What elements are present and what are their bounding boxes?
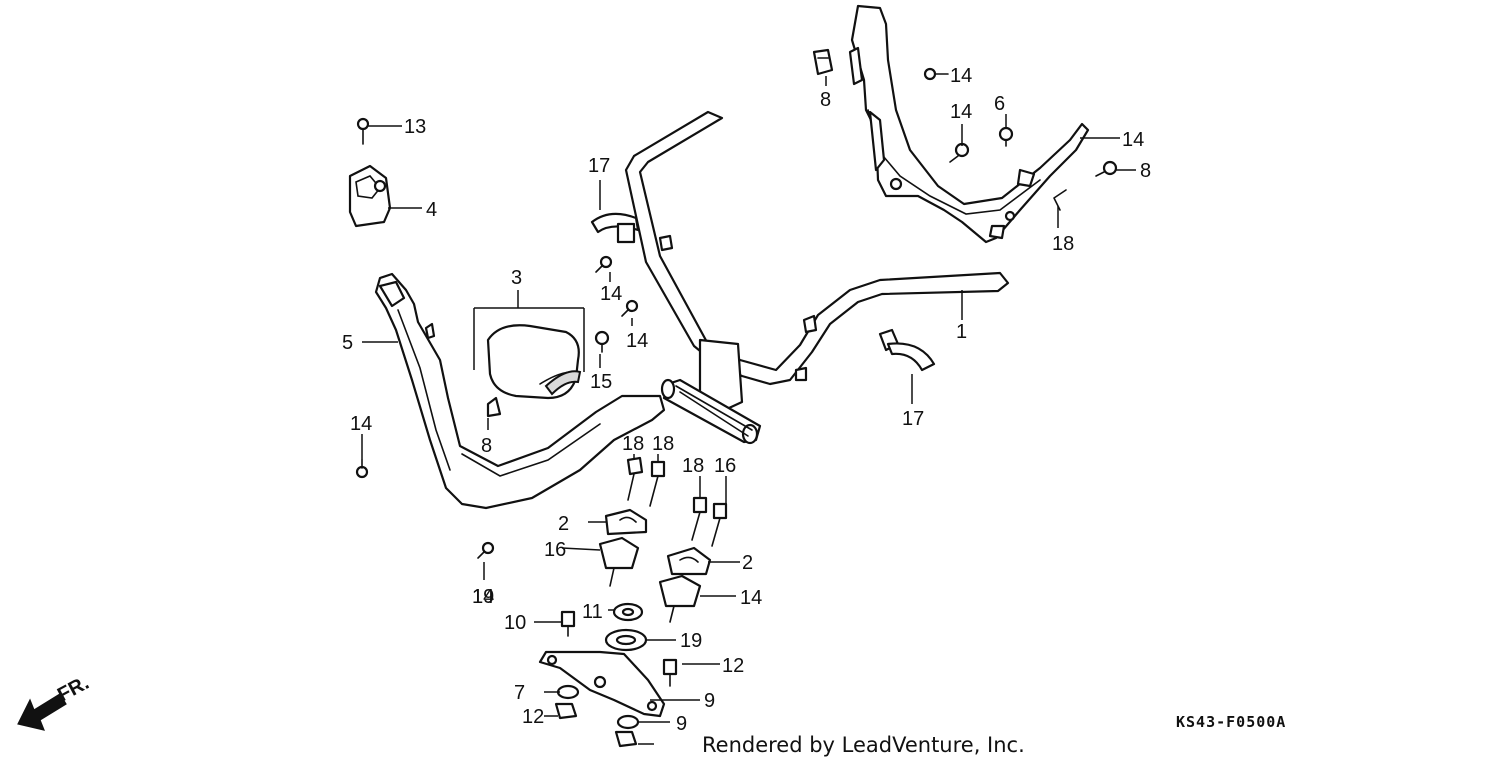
wire-band-lower[interactable] bbox=[878, 328, 936, 372]
cover-cap[interactable] bbox=[486, 324, 582, 400]
screw[interactable] bbox=[355, 459, 369, 479]
callout-6: 14 bbox=[1122, 129, 1144, 151]
clip[interactable] bbox=[486, 396, 502, 418]
bolt[interactable] bbox=[662, 658, 678, 687]
diagram-code: KS43-F0500A bbox=[1176, 713, 1286, 731]
callout-9: 12 bbox=[522, 706, 544, 728]
bolt[interactable] bbox=[649, 460, 666, 507]
callout-19: 12 bbox=[722, 655, 744, 677]
callout-17: 17 bbox=[588, 155, 610, 177]
callout-14: 14 bbox=[472, 586, 494, 608]
wire-band-upper[interactable] bbox=[590, 212, 640, 244]
callout-12: 7 bbox=[514, 682, 525, 704]
handlebar[interactable] bbox=[624, 110, 1010, 445]
callout-11: 19 bbox=[680, 630, 702, 652]
bracket[interactable] bbox=[538, 650, 666, 718]
screw[interactable] bbox=[595, 255, 613, 273]
callout-13: 13 bbox=[404, 116, 426, 138]
callout-12: 9 bbox=[676, 713, 687, 735]
callout-5: 5 bbox=[342, 332, 353, 354]
screw[interactable] bbox=[621, 299, 639, 317]
callout-14: 14 bbox=[600, 283, 622, 305]
screw[interactable] bbox=[998, 126, 1014, 147]
holder-upper[interactable] bbox=[604, 508, 648, 536]
holder-lower[interactable] bbox=[598, 536, 640, 587]
handlebar-cover-lower[interactable] bbox=[374, 272, 666, 510]
screw[interactable] bbox=[477, 541, 495, 559]
handlebar-cover-upper[interactable] bbox=[848, 4, 1090, 244]
callout-14: 14 bbox=[950, 65, 972, 87]
callout-14: 14 bbox=[350, 413, 372, 435]
bolt[interactable] bbox=[560, 610, 576, 637]
callout-14: 14 bbox=[626, 330, 648, 352]
bolt[interactable] bbox=[626, 456, 644, 501]
callout-8: 8 bbox=[481, 435, 492, 457]
callout-1: 1 bbox=[956, 321, 967, 343]
callout-19: 10 bbox=[504, 612, 526, 634]
switch-housing[interactable] bbox=[348, 164, 392, 228]
clip[interactable] bbox=[812, 48, 834, 76]
render-credit: Rendered by LeadVenture, Inc. bbox=[702, 733, 1025, 757]
callout-2: 14 bbox=[740, 587, 762, 609]
callout-18: 18 bbox=[622, 433, 644, 455]
leader-lines bbox=[361, 76, 1136, 745]
callout-18: 16 bbox=[714, 455, 736, 477]
callout-16: 2 bbox=[742, 552, 753, 574]
callout-10: 11 bbox=[582, 601, 603, 623]
bolt[interactable] bbox=[711, 502, 728, 547]
callout-7: 9 bbox=[704, 690, 715, 712]
screw[interactable] bbox=[356, 117, 370, 145]
callout-16: 2 bbox=[558, 513, 569, 535]
nut[interactable] bbox=[614, 730, 638, 748]
screw[interactable] bbox=[949, 142, 970, 163]
holder-upper[interactable] bbox=[666, 546, 712, 576]
nut[interactable] bbox=[554, 702, 578, 720]
callout-14: 6 bbox=[994, 93, 1005, 115]
holder-lower[interactable] bbox=[658, 574, 702, 623]
callout-2: 16 bbox=[544, 539, 566, 561]
callout-14: 14 bbox=[950, 101, 972, 123]
callout-18: 18 bbox=[652, 433, 674, 455]
callout-18: 18 bbox=[682, 455, 704, 477]
callout-3: 3 bbox=[511, 267, 522, 289]
nut[interactable] bbox=[616, 714, 640, 730]
arrow-down-left-icon: FR. bbox=[17, 672, 93, 731]
callouts: 13 4 3 5 15 8 14 14 17 14 14 1 17 8 14 1… bbox=[342, 65, 1151, 735]
callout-8: 8 bbox=[820, 89, 831, 111]
callout-4: 4 bbox=[426, 199, 437, 221]
screw[interactable] bbox=[923, 67, 949, 81]
washer[interactable] bbox=[612, 602, 644, 622]
callout-14: 8 bbox=[1140, 160, 1151, 182]
callout-8: 18 bbox=[1052, 233, 1074, 255]
nut[interactable] bbox=[556, 684, 580, 700]
callout-14: 19 bbox=[472, 586, 494, 608]
clip[interactable] bbox=[1053, 189, 1067, 211]
washer[interactable] bbox=[604, 628, 648, 652]
screw[interactable] bbox=[594, 330, 610, 353]
screw[interactable] bbox=[1095, 160, 1118, 177]
callout-15: 15 bbox=[590, 371, 612, 393]
callout-17: 17 bbox=[902, 408, 924, 430]
bolt[interactable] bbox=[691, 496, 708, 541]
